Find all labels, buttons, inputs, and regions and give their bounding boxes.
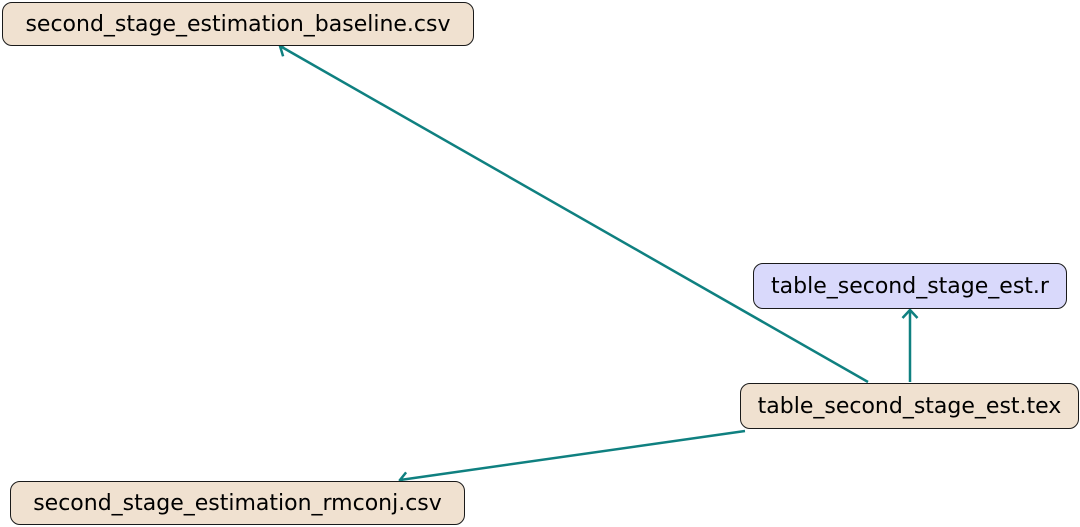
node-second-stage-estimation-rmconj-csv[interactable]: second_stage_estimation_rmconj.csv [10, 481, 465, 525]
node-table-second-stage-est-tex[interactable]: table_second_stage_est.tex [740, 383, 1079, 429]
node-second-stage-estimation-baseline-csv[interactable]: second_stage_estimation_baseline.csv [2, 2, 474, 46]
node-table-second-stage-est-r[interactable]: table_second_stage_est.r [753, 263, 1067, 309]
edge-tex-to-baseline [278, 42, 869, 384]
edge-tex-to-script [901, 308, 919, 382]
edge-tex-to-rmconj [398, 429, 746, 489]
